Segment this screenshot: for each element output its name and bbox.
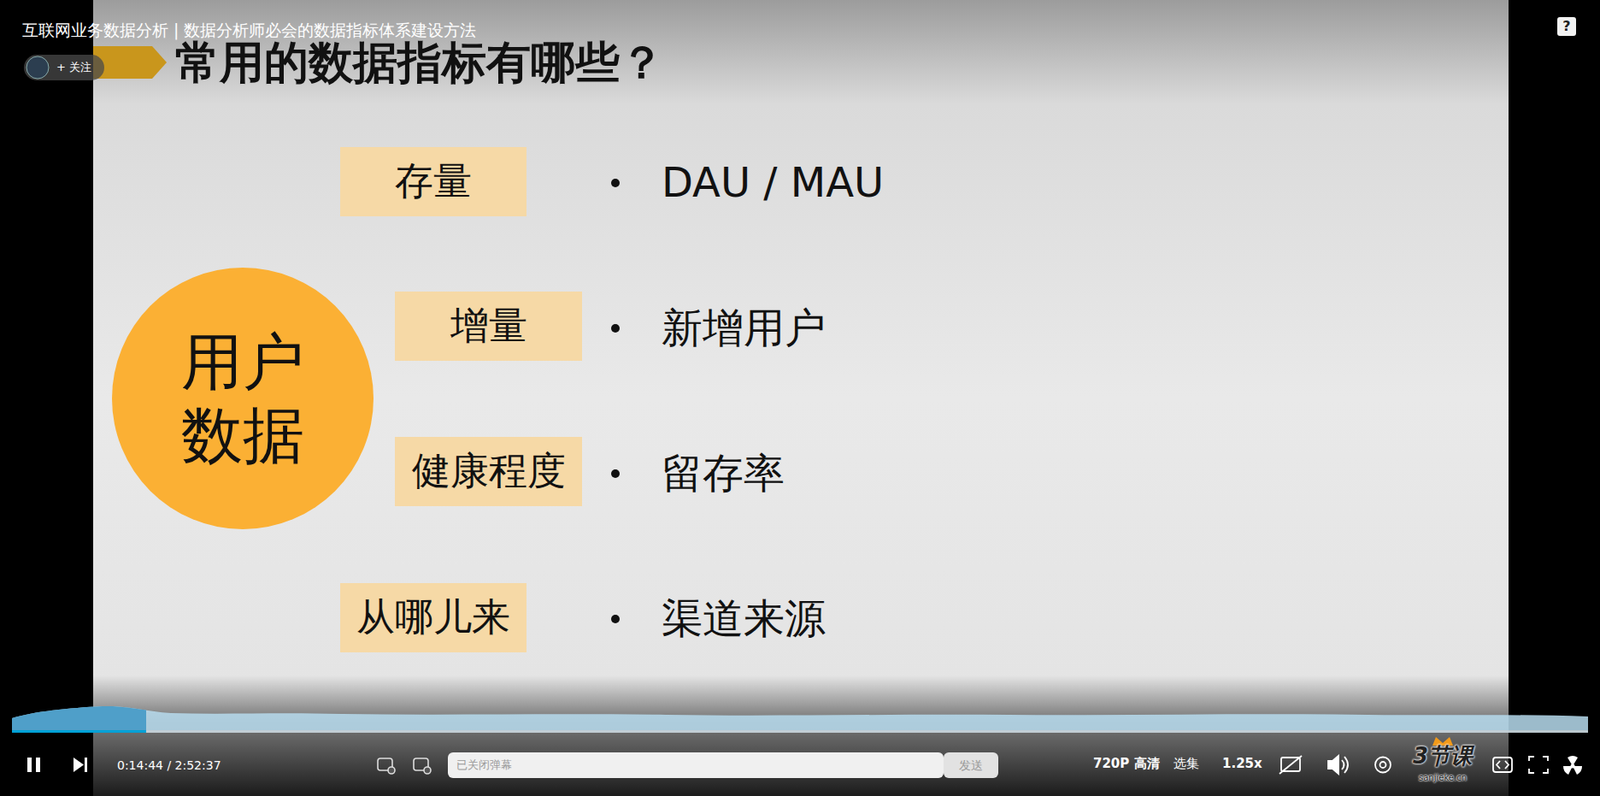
follow-pill [23, 54, 105, 81]
progress-track [11, 729, 1589, 733]
category-box: 健康程度 [394, 436, 583, 506]
bullet-text: 渠道来源 [661, 594, 826, 642]
node-text: 增量 [450, 303, 528, 348]
title-arrow [93, 46, 167, 79]
pause-icon [35, 757, 41, 772]
bullet-dot [611, 614, 620, 624]
next-icon [84, 757, 88, 772]
category-box: 从哪儿来 [340, 582, 527, 653]
node-text: 存量 [394, 158, 472, 204]
category-box: 增量 [394, 291, 583, 361]
circle-outline [111, 267, 374, 530]
watermark-logo: 3节课 [1412, 743, 1473, 770]
bullet-dot [611, 178, 620, 188]
help-mark: ? [1562, 18, 1571, 35]
danmaku-input [447, 752, 944, 778]
progress-played [11, 729, 147, 733]
bullet-text: DAU / MAU [661, 158, 884, 206]
follow-button: + 关注 [56, 61, 92, 75]
quality-button: 720P 高清 [1093, 756, 1160, 771]
bullet-dot [611, 323, 620, 333]
next-icon [73, 757, 84, 772]
avatar [26, 56, 49, 79]
category-box: 存量 [340, 147, 527, 217]
bullet-text: 留存率 [661, 449, 785, 497]
pause-icon [27, 757, 32, 772]
send-button [943, 752, 999, 778]
send-text: 发送 [958, 758, 983, 772]
slide-title: 常用的数据指标有哪些？ [175, 37, 665, 89]
video-title: 互联网业务数据分析 | 数据分析师必会的数据指标体系建设方法 [22, 21, 477, 41]
danmaku-icons [377, 758, 431, 774]
waveform [11, 705, 1589, 733]
circle-fill [111, 267, 374, 530]
bullet-text: 新增用户 [661, 304, 826, 352]
bullet-dot [611, 469, 620, 478]
time-display: 0:14:44 / 2:52:37 [117, 758, 222, 772]
waveform-played [11, 705, 147, 733]
speed-button: 1.25x [1222, 756, 1263, 771]
node-text: 从哪儿来 [356, 594, 511, 640]
radiation-icon [1563, 755, 1583, 775]
watermark-url: sanjieke.cn [1418, 772, 1467, 783]
help-icon [1557, 17, 1577, 36]
node-text: 健康程度 [411, 448, 566, 494]
episode-button: 选集 [1173, 756, 1200, 771]
danmaku-placeholder: 已关闭弹幕 [456, 758, 512, 772]
node-text: 用户数据 [179, 324, 306, 473]
control-shade [0, 675, 1600, 796]
topic-circle: 用户数据 [111, 267, 374, 530]
